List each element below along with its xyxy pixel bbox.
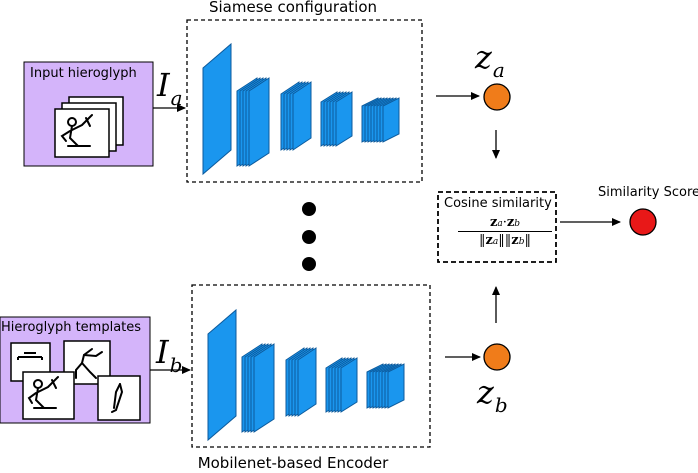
- input-hieroglyph-label: Input hieroglyph: [30, 66, 137, 81]
- input-b-symbol: Ib: [156, 333, 183, 377]
- embedding-za-node: [483, 83, 511, 111]
- cosine-similarity-box: [437, 191, 557, 263]
- encoder-layer: [202, 42, 232, 176]
- hieroglyph-templates-label: Hieroglyph templates: [1, 320, 142, 335]
- siamese-configuration-title: Siamese configuration: [208, 0, 378, 16]
- encoder-layers-bottom: [207, 308, 405, 442]
- flow-arrows: [150, 92, 621, 374]
- encoder-layer: [297, 347, 317, 417]
- encoder-layer: [248, 77, 270, 167]
- embedding-zb-node: [483, 343, 511, 371]
- hieroglyph-bird-icon: [75, 348, 103, 379]
- embedding-zb-symbol: zb: [477, 373, 508, 417]
- encoder-layer: [382, 97, 400, 143]
- encoder-layer: [335, 91, 353, 147]
- siamese-encoder-box: [186, 19, 423, 183]
- input-hieroglyph-stack: [54, 96, 124, 158]
- mobilenet-encoder-box: [191, 284, 431, 448]
- cosine-similarity-title: Cosine similarity: [444, 196, 552, 211]
- input-a-symbol: Ia: [157, 66, 183, 110]
- cosine-similarity-formula: za·zb ‖za‖‖zb‖: [452, 214, 558, 250]
- similarity-score-label: Similarity Score: [598, 185, 698, 200]
- ellipsis-dots: [302, 202, 316, 271]
- similarity-score-node: [629, 208, 657, 236]
- hieroglyph-seated-figure-icon: [27, 376, 59, 409]
- embedding-za-symbol: za: [475, 38, 505, 82]
- formula-numerator: za·zb: [489, 215, 521, 230]
- encoder-layer: [253, 343, 275, 433]
- hieroglyph-feather-icon: [111, 383, 124, 413]
- formula-denominator: ‖za‖‖zb‖: [458, 231, 552, 250]
- hieroglyph-bar-icon: [17, 352, 43, 360]
- encoder-layer: [292, 81, 312, 151]
- mobilenet-encoder-title: Mobilenet-based Encoder: [197, 454, 389, 472]
- encoder-layer: [387, 363, 405, 409]
- template-cards: [10, 340, 141, 421]
- hieroglyph-seated-figure-icon: [60, 114, 93, 147]
- encoder-layers-top: [202, 42, 400, 176]
- encoder-layer: [340, 357, 358, 413]
- encoder-layer: [207, 308, 237, 442]
